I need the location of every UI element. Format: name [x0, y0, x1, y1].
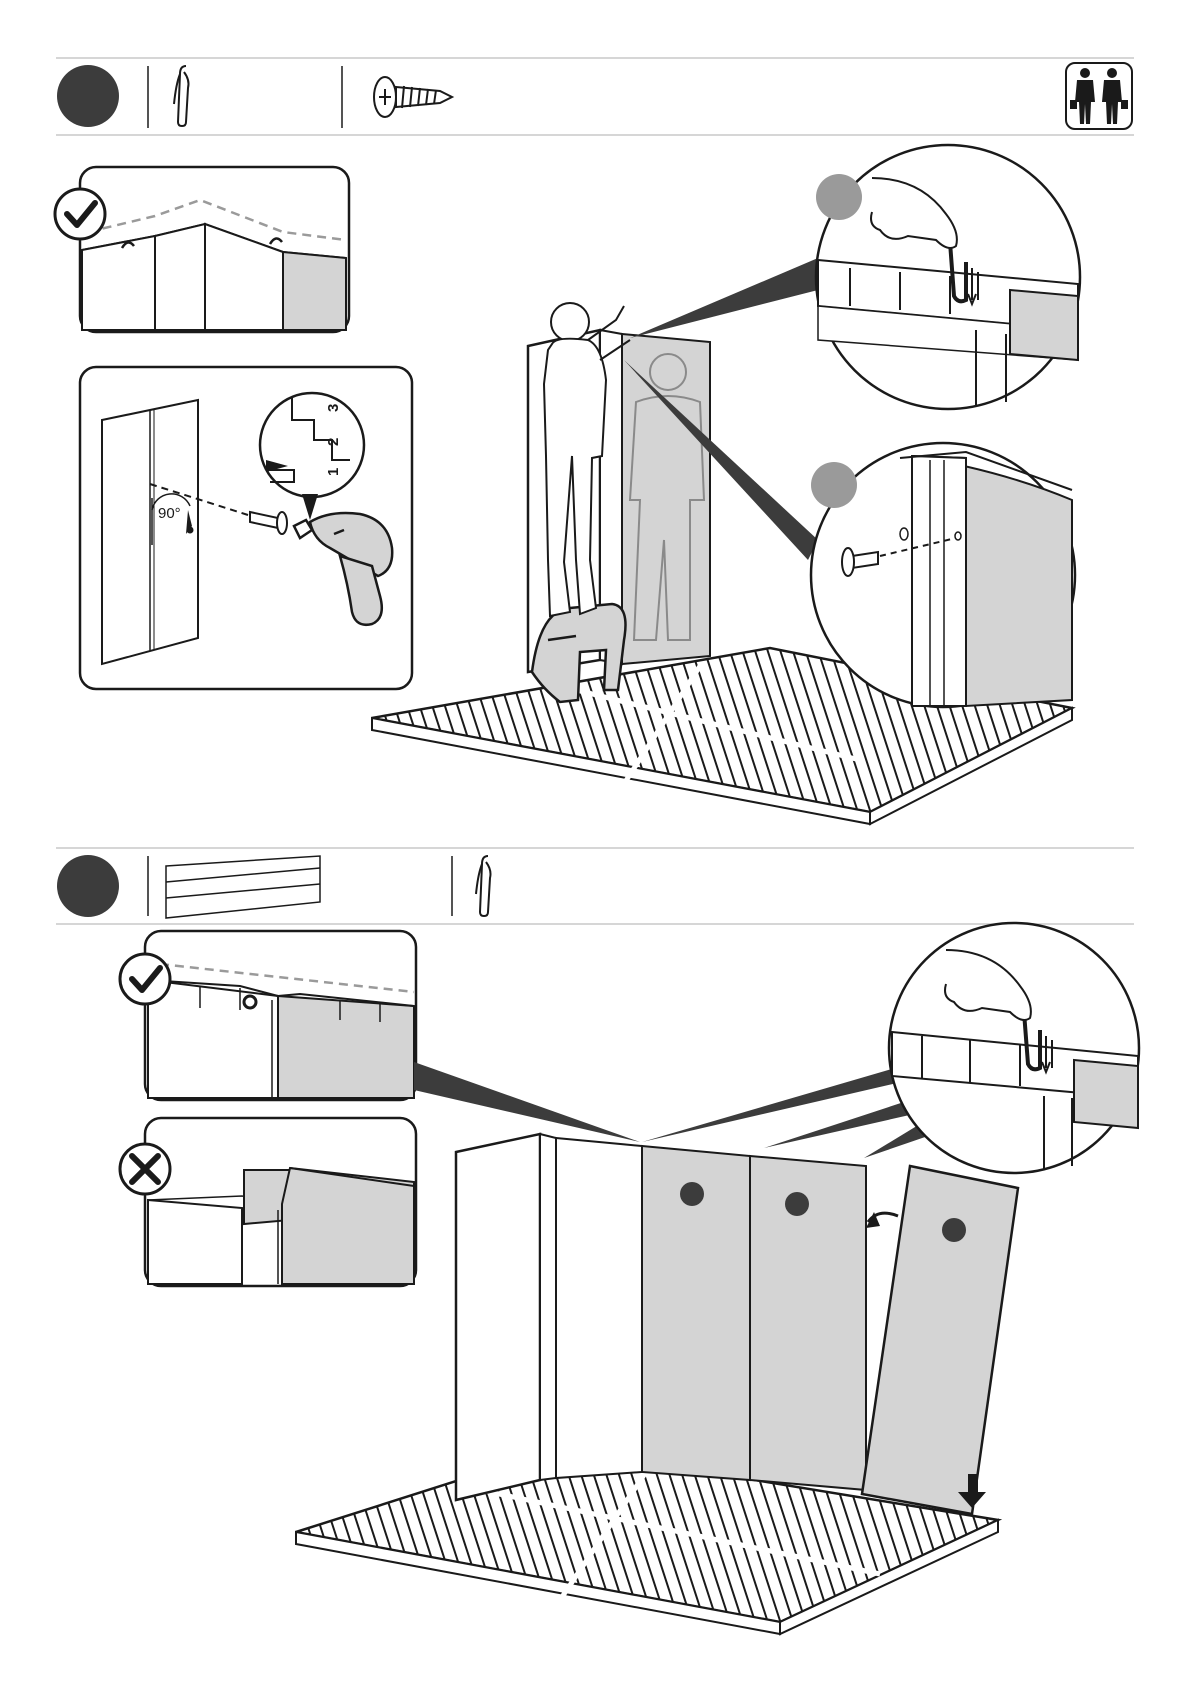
step-bottom-header	[56, 848, 1134, 924]
cross-icon	[120, 1144, 170, 1194]
angle-label: 90°	[158, 505, 181, 522]
depth-label-3: 3	[325, 404, 342, 412]
callout-wrong-bottom	[120, 1118, 416, 1286]
zoom-callout-screw	[811, 443, 1075, 707]
clip-icon	[476, 856, 491, 916]
step-number-badge	[57, 65, 119, 127]
panel-marker-1	[680, 1182, 704, 1206]
screw-icon	[374, 77, 452, 117]
step-number-badge	[57, 855, 119, 917]
step-top-header	[56, 58, 1134, 135]
checkmark-icon	[55, 189, 105, 239]
zoom-marker-a	[816, 174, 862, 220]
panel-marker-2	[785, 1192, 809, 1216]
zoom-callout-clip-bottom	[889, 923, 1139, 1173]
zoom-callout-clip	[816, 145, 1080, 409]
checkmark-icon	[120, 954, 170, 1004]
wall-panel-icon	[166, 856, 320, 918]
two-person-icon	[1066, 63, 1132, 129]
zoom-marker-b	[811, 462, 857, 508]
depth-label-2: 2	[325, 438, 342, 446]
clip-icon	[174, 66, 189, 126]
callout-drill: 90° 1 2 3	[80, 367, 412, 689]
depth-label-1: 1	[325, 468, 342, 476]
callout-correct-top	[55, 167, 349, 332]
panel-marker-3	[942, 1218, 966, 1242]
callout-correct-bottom	[120, 931, 416, 1100]
